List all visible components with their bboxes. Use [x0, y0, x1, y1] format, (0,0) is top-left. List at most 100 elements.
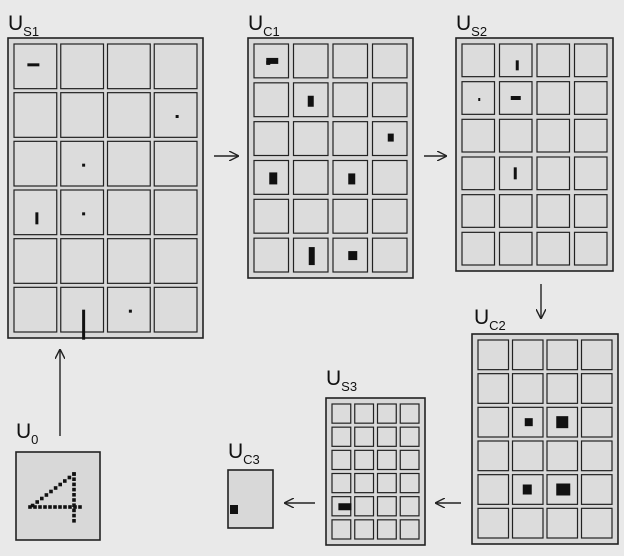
us1-feature-mark: [82, 163, 86, 167]
uc1-feature-mark: [269, 172, 278, 185]
digit-dot: [30, 503, 35, 508]
us1-cell: [153, 238, 198, 284]
layer-us2: [455, 37, 614, 272]
us1-feature-mark: [82, 212, 86, 216]
us3-cell: [376, 472, 397, 494]
uc1-cell: [332, 121, 369, 157]
uc1-cell: [292, 159, 329, 195]
us2-cell: [573, 81, 608, 115]
uc2-cell: [546, 440, 579, 472]
us3-cell: [354, 519, 375, 540]
us2-feature-mark: [478, 98, 481, 101]
digit-dot: [72, 508, 76, 513]
digit-dot: [49, 489, 53, 494]
us3-cell: [331, 449, 352, 471]
us1-cell: [106, 238, 151, 284]
uc1-feature-mark: [387, 133, 394, 142]
digit-dot: [72, 477, 76, 481]
uc1-cell: [371, 198, 408, 234]
us1-cell: [153, 286, 198, 333]
label-u0: U0: [16, 420, 38, 447]
uc2-cell: [546, 373, 579, 404]
us3-cell: [399, 403, 420, 424]
uc1-cell: [253, 237, 290, 273]
layer-us3: [325, 397, 426, 546]
uc2-cell: [580, 373, 613, 404]
us3-cell: [331, 426, 352, 447]
us2-cell: [536, 231, 571, 266]
uc1-feature-mark: [348, 251, 358, 261]
digit-dot: [68, 505, 72, 509]
us2-cell: [573, 156, 608, 191]
us2-cell: [536, 156, 571, 191]
uc2-cell: [546, 507, 579, 539]
uc1-cell: [292, 82, 329, 118]
uc2-feature-mark: [524, 418, 533, 427]
uc1-cell: [253, 82, 290, 118]
us3-cell: [331, 519, 352, 540]
us2-cell: [498, 194, 533, 228]
uc2-cell: [511, 507, 544, 539]
digit-dot: [43, 505, 47, 509]
us1-cell: [153, 43, 198, 90]
uc1-cell: [332, 43, 369, 79]
digit-dot: [72, 503, 76, 507]
us1-feature-mark: [27, 63, 40, 67]
us3-cell: [376, 449, 397, 471]
uc1-feature-mark: [266, 57, 279, 64]
layer-us3-cells: [331, 403, 420, 540]
us1-cell: [153, 189, 198, 236]
uc1-cell: [332, 198, 369, 234]
us2-cell: [461, 231, 496, 266]
digit-dot: [53, 486, 58, 490]
us1-cell: [13, 140, 58, 187]
us2-cell: [536, 194, 571, 228]
us3-cell: [376, 426, 397, 447]
label-uc3: UC3: [228, 440, 260, 467]
us3-cell: [399, 426, 420, 447]
us2-feature-mark: [510, 96, 521, 100]
us2-feature-mark: [515, 60, 519, 71]
uc1-cell: [253, 43, 290, 79]
us2-cell: [461, 156, 496, 191]
uc1-feature-mark: [308, 247, 315, 266]
us1-cell: [106, 92, 151, 138]
uc1-cell: [253, 198, 290, 234]
digit-dot: [72, 472, 76, 476]
uc1-feature-mark: [266, 60, 271, 65]
label-us2: US2: [456, 12, 487, 39]
us3-cell: [354, 472, 375, 494]
uc2-cell: [580, 440, 613, 472]
uc2-feature-mark: [556, 416, 569, 429]
uc1-cell: [253, 121, 290, 157]
us2-cell: [536, 43, 571, 78]
digit-dot: [63, 479, 67, 483]
digit-dot: [78, 505, 82, 509]
us1-feature-mark: [175, 115, 179, 118]
digit-dot: [35, 500, 39, 504]
us1-cell: [13, 43, 58, 90]
us3-cell: [376, 403, 397, 424]
uc2-cell: [580, 507, 613, 539]
uc1-cell: [292, 43, 329, 79]
us1-feature-mark: [35, 212, 39, 225]
label-us1: US1: [8, 12, 39, 39]
uc1-cell: [371, 159, 408, 195]
uc2-cell: [511, 373, 544, 404]
us3-cell: [354, 496, 375, 517]
digit-dot: [72, 493, 76, 497]
digit-dot: [72, 519, 76, 523]
us3-cell: [354, 403, 375, 424]
uc2-cell: [580, 406, 613, 438]
digit-dot: [63, 505, 67, 509]
us3-cell: [399, 519, 420, 540]
digit-dot: [72, 487, 76, 492]
us3-cell: [331, 403, 352, 424]
uc2-cell: [580, 339, 613, 371]
uc1-feature-mark: [307, 95, 314, 107]
uc1-cell: [371, 43, 408, 79]
uc1-cell: [292, 198, 329, 234]
uc2-cell: [511, 339, 544, 371]
us1-cell: [60, 238, 105, 284]
digit-dot: [58, 505, 62, 509]
